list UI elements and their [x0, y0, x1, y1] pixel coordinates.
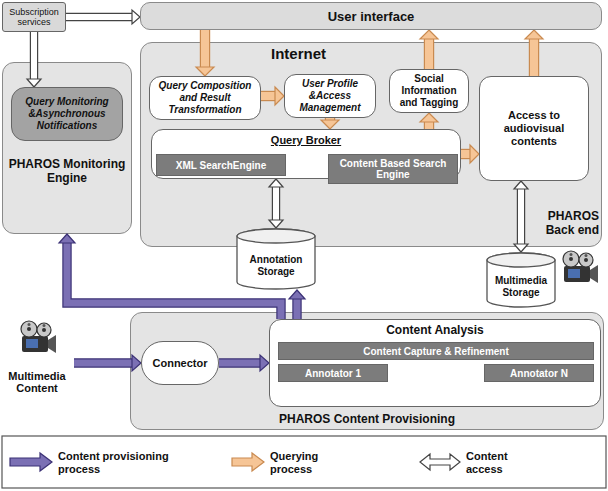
- legend-text: Content provisioning process: [58, 450, 176, 476]
- annotator-box: Annotator N: [484, 364, 594, 382]
- node-label: Subscription services: [7, 7, 61, 27]
- interface-band: User interface: [140, 2, 602, 30]
- connector-box: Connector: [141, 341, 219, 385]
- node-label: Query Monitoring &Asynchronous Notificat…: [16, 96, 118, 132]
- node-label: Query Composition and Result Transformat…: [154, 80, 256, 116]
- node-label: Query Broker: [271, 134, 341, 146]
- node-label: Internet: [271, 45, 326, 62]
- annotator-box: Annotator 1: [278, 364, 388, 382]
- engine-box: XML SearchEngine: [156, 154, 286, 176]
- legend-text: Content access: [466, 450, 530, 476]
- legend-sample: [10, 453, 52, 471]
- node-label: PHAROS Back end: [539, 209, 599, 237]
- legend-sample: [232, 453, 264, 471]
- broker-box: Query BrokerXML SearchEngine Content Base…: [151, 129, 461, 179]
- process-box: Query Composition and Result Transformat…: [149, 76, 261, 120]
- node-label: User interface: [328, 9, 415, 24]
- process-box: Social Information and Tagging: [389, 69, 469, 113]
- legend-text: Querying process: [270, 450, 334, 476]
- node-label: Content Capture & Refinement: [363, 346, 509, 357]
- legend-frame: [2, 436, 606, 488]
- node-label: Annotator 1: [305, 368, 361, 379]
- film-icon: [21, 321, 56, 353]
- block-arrow: [66, 10, 140, 24]
- node-label: Content Based Search Engine: [333, 158, 453, 180]
- content-source: Multimedia Content: [0, 318, 74, 396]
- process-box: Query Monitoring &Asynchronous Notificat…: [11, 87, 123, 141]
- node-label: PHAROS Monitoring Engine: [3, 157, 131, 185]
- node-label: Multimedia Content: [2, 370, 72, 394]
- engine-box: Content Based Search Engine: [328, 154, 458, 184]
- process-box: Access to audiovisual contents: [479, 76, 589, 181]
- service-box: Subscription services: [2, 2, 66, 32]
- node-label: Multimedia Storage: [490, 275, 552, 299]
- node-label: Annotator N: [510, 368, 568, 379]
- node-label: Social Information and Tagging: [394, 73, 464, 109]
- backend-region: InternetPHAROS Back end Query Composition…: [140, 42, 602, 247]
- node-label: XML SearchEngine: [176, 160, 266, 171]
- node-label: Annotation Storage: [240, 254, 312, 278]
- node-label: Connector: [153, 357, 208, 369]
- node-label: PHAROS Content Provisioning: [131, 412, 603, 426]
- storage-cylinder: Multimedia Storage: [486, 252, 556, 308]
- provisioning-region: PHAROS Content Provisioning Connector Cont…: [130, 312, 604, 430]
- storage-cylinder: Annotation Storage: [236, 228, 316, 290]
- engine-region: PHAROS Monitoring Engine Query Monitoring…: [2, 62, 132, 234]
- node-label: Access to audiovisual contents: [484, 109, 584, 148]
- node-label: Content Analysis: [386, 323, 484, 337]
- legend-sample: [420, 454, 460, 470]
- film-icon: [563, 251, 598, 283]
- node-label: User Profile &Access Management: [289, 78, 371, 114]
- process-box: User Profile &Access Management: [284, 74, 376, 118]
- stage-bar: Content Capture & Refinement: [278, 342, 594, 360]
- analysis-box: Content AnalysisContent Capture & Refine…: [269, 319, 601, 407]
